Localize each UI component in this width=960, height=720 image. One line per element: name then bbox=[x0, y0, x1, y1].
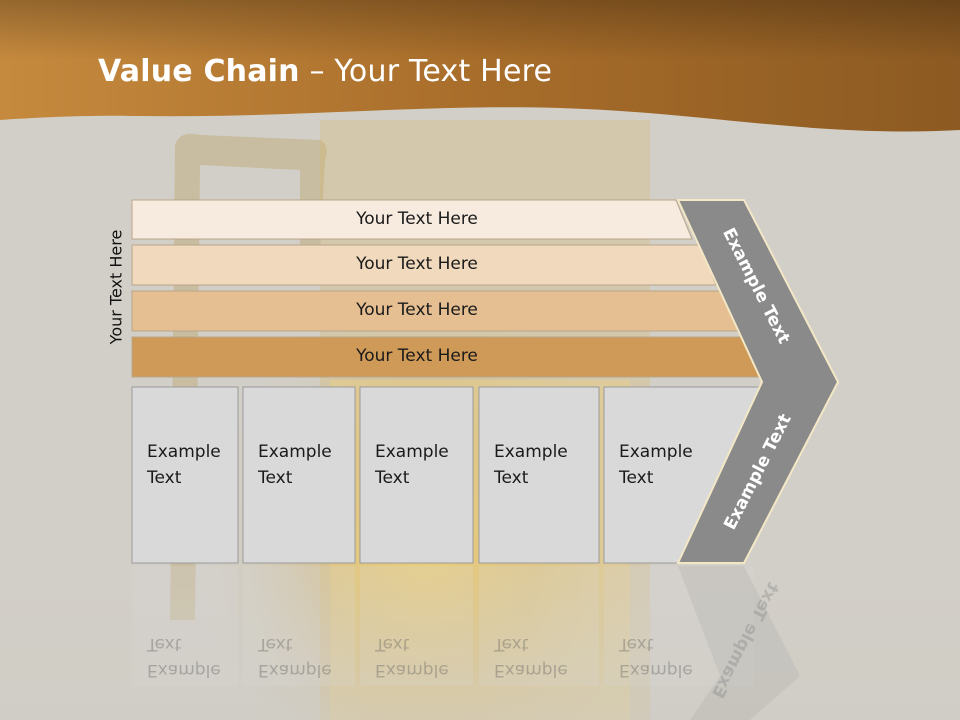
primary-activity-cell bbox=[131, 386, 239, 564]
primary-activity-cell bbox=[242, 386, 356, 564]
cell-reflection bbox=[604, 566, 754, 686]
cell-reflection bbox=[360, 566, 473, 686]
primary-activity-cell bbox=[478, 386, 600, 564]
cell-reflection-text: Example Text bbox=[258, 634, 332, 680]
support-row-label: Your Text Here bbox=[356, 346, 478, 366]
support-row-bar bbox=[131, 199, 693, 240]
support-row-bar bbox=[131, 244, 717, 286]
primary-activity-label: Example Text bbox=[258, 442, 332, 488]
primary-activity-label: Example Text bbox=[619, 442, 693, 488]
cell-reflection-text: Example Text bbox=[147, 634, 221, 680]
support-row-label: Your Text Here bbox=[356, 300, 478, 320]
page-title: Value Chain – Your Text Here bbox=[98, 54, 553, 89]
primary-activity-label: Example Text bbox=[147, 442, 221, 488]
cell-reflection-text: Example Text bbox=[375, 634, 449, 680]
cell-reflection-text: Example Text bbox=[619, 634, 693, 680]
support-row-label: Your Text Here bbox=[356, 254, 478, 274]
cell-reflection-text: Example Text bbox=[494, 634, 568, 680]
cell-reflection bbox=[479, 566, 599, 686]
cell-reflection bbox=[132, 566, 238, 686]
support-row-label: Your Text Here bbox=[356, 208, 478, 229]
chevron-reflection bbox=[678, 566, 800, 720]
margin-chevron bbox=[676, 199, 840, 564]
primary-activity-cell bbox=[359, 386, 474, 564]
primary-activity-label: Example Text bbox=[494, 442, 568, 488]
primary-activity-label: Example Text bbox=[375, 442, 449, 488]
cell-reflection bbox=[243, 566, 355, 686]
